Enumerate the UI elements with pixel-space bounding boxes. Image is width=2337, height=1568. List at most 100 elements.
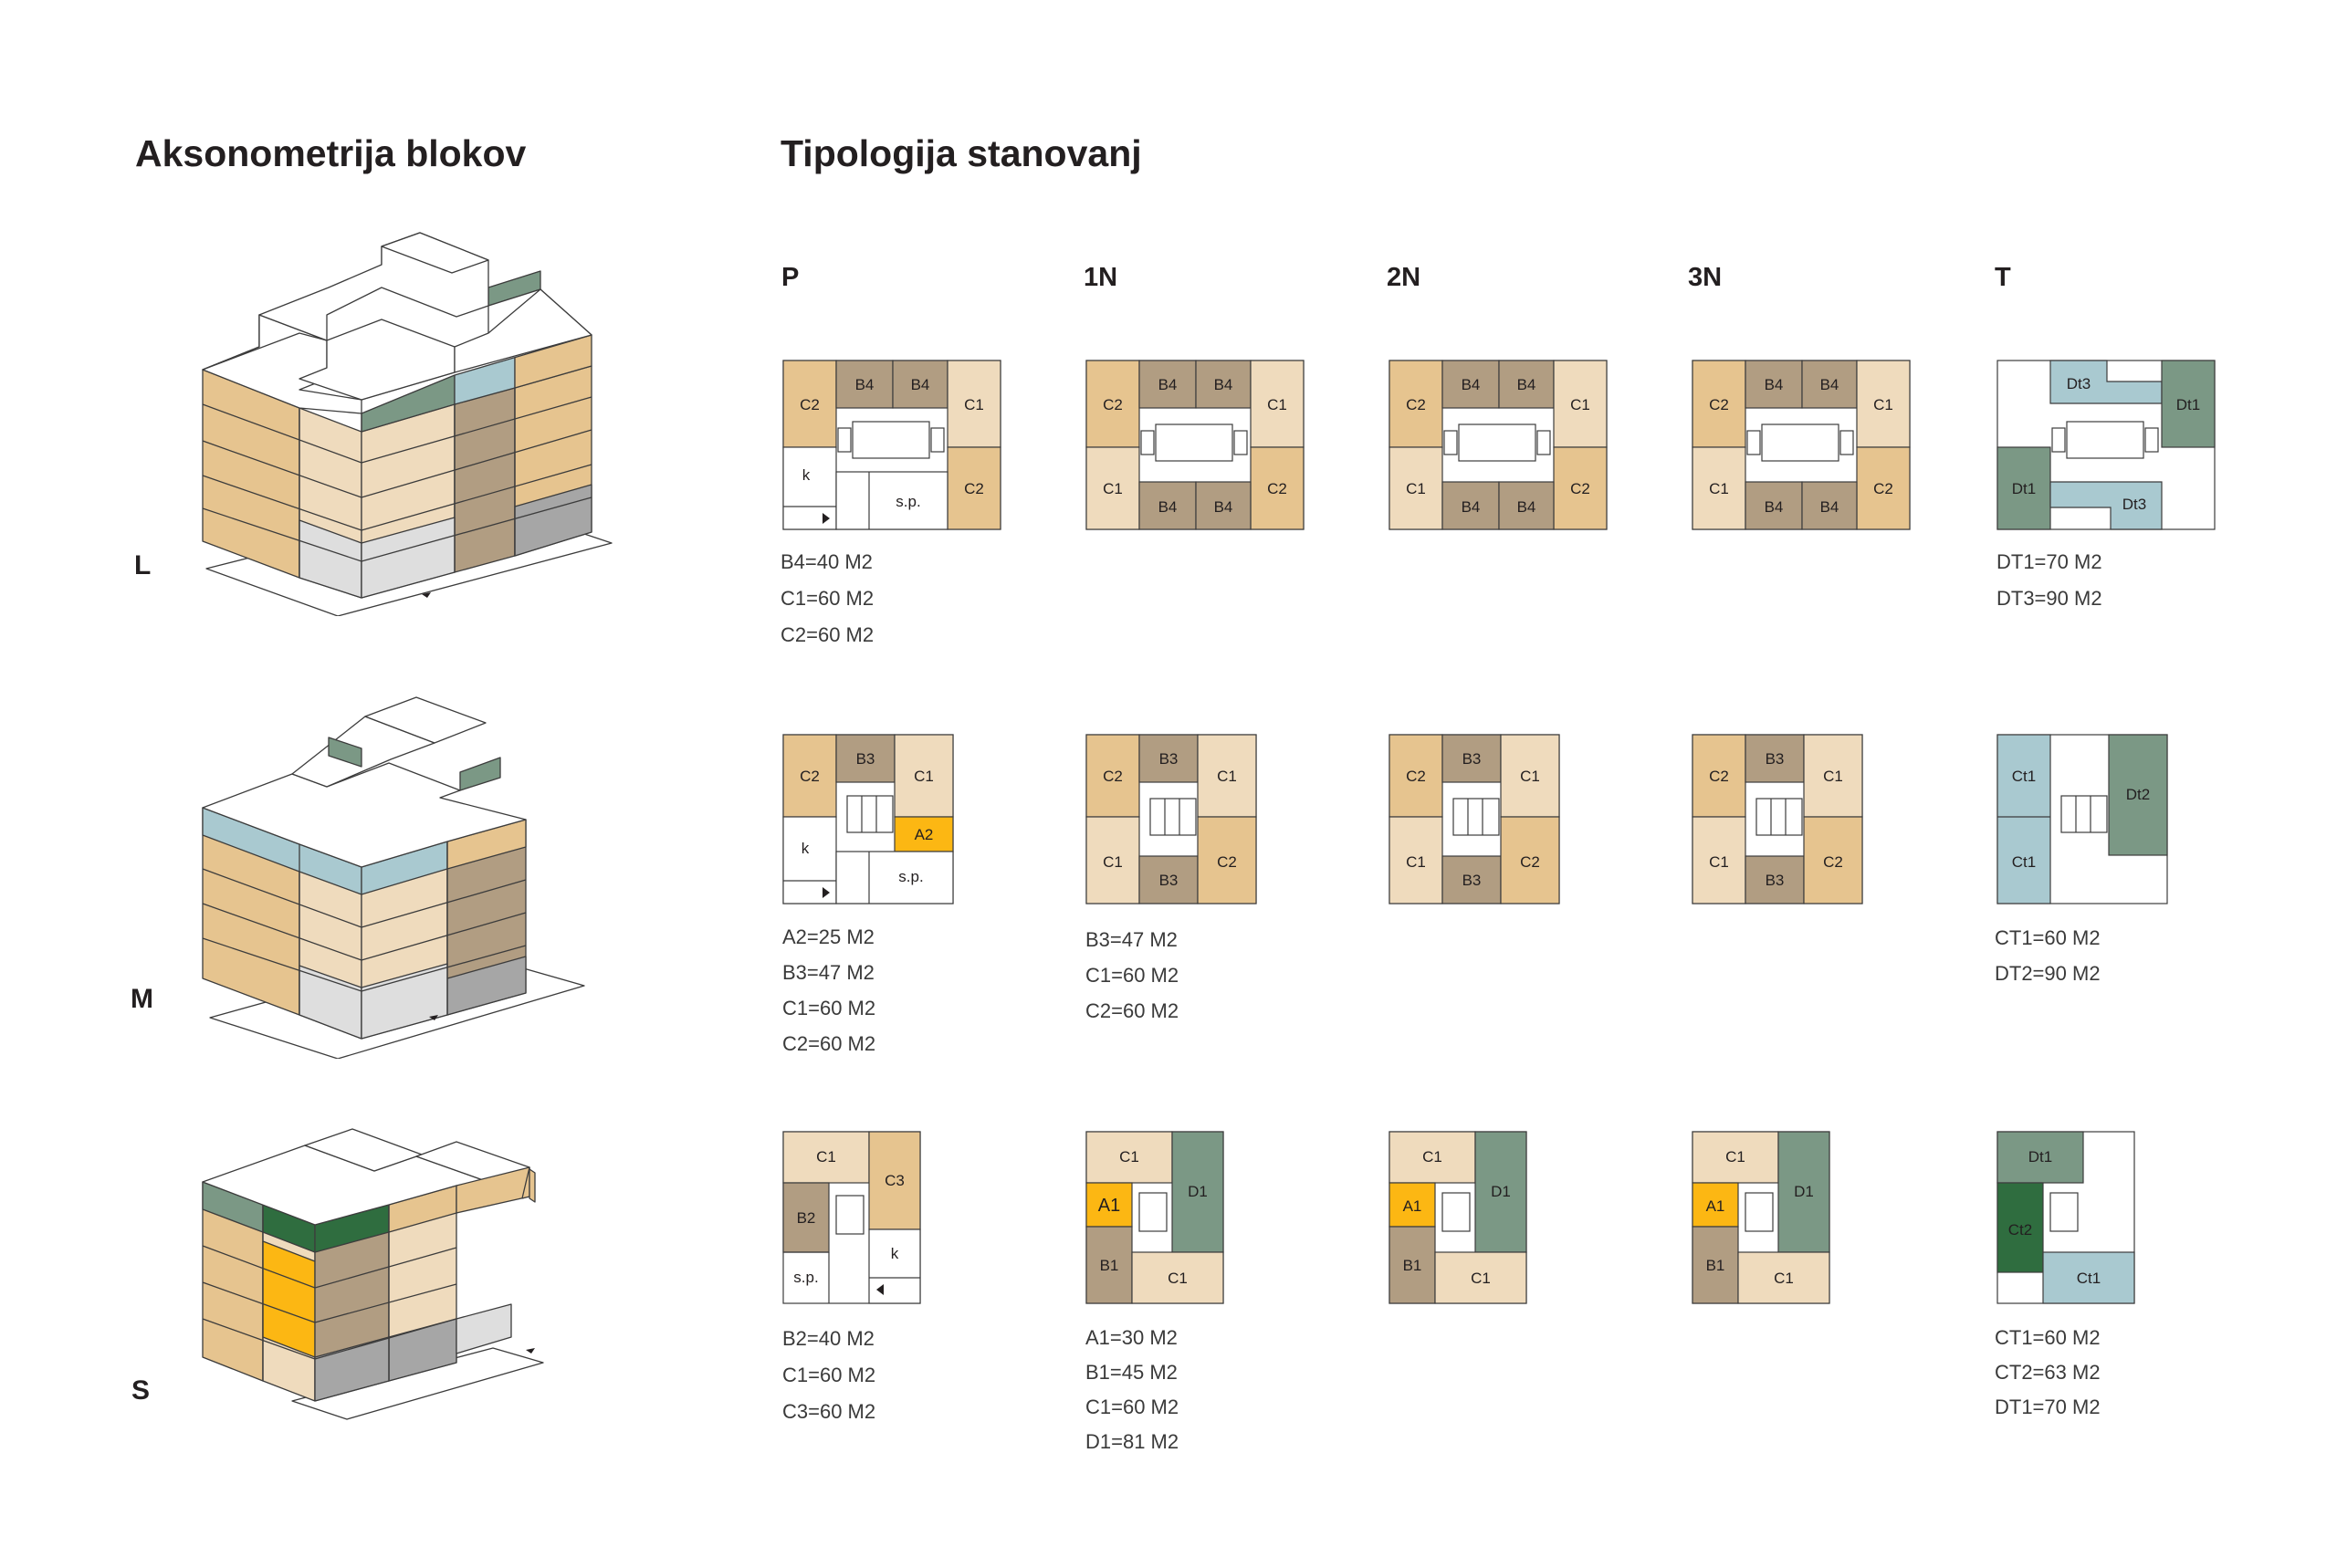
label-dt1: Dt1 [2176, 396, 2200, 413]
area-item: B3=47 M2 [782, 961, 875, 984]
plan-s-p: C1 C3 B2 k s.p. [782, 1131, 921, 1304]
label-dt2: Dt2 [2126, 786, 2150, 803]
column-label-1n: 1N [1084, 263, 1118, 292]
label-c2: C2 [1103, 396, 1123, 413]
plan-l-1n: C2 B4 B4 C1 C1 C2 B4 B4 [1085, 360, 1305, 530]
room-k [782, 446, 837, 530]
axonometry-block-l [202, 232, 613, 616]
label-d1: D1 [1491, 1183, 1511, 1200]
label-c1: C1 [1103, 480, 1123, 497]
label-c2: C2 [1103, 768, 1123, 785]
area-item: C1=60 M2 [782, 997, 876, 1019]
label-b1: B1 [1706, 1257, 1725, 1274]
plan-m-1n: C2 B3 C1 C1 B3 C2 [1085, 734, 1257, 904]
area-item: B2=40 M2 [782, 1327, 875, 1350]
area-item: D1=81 M2 [1085, 1430, 1179, 1453]
area-item: C2=60 M2 [782, 1032, 876, 1055]
label-k: k [802, 840, 810, 857]
label-b4: B4 [1517, 498, 1536, 516]
area-list-m-1n: B3=47 M2 C1=60 M2 C2=60 M2 [1085, 922, 1179, 1029]
area-list-l-t: DT1=70 M2 DT3=90 M2 [1996, 544, 2102, 617]
label-c2: C2 [1709, 396, 1729, 413]
label-c1: C1 [1406, 853, 1426, 871]
plan-m-2n: C2 B3 C1 C1 B3 C2 [1389, 734, 1560, 904]
label-b3: B3 [1159, 872, 1179, 889]
label-b4: B4 [1462, 376, 1481, 393]
plan-m-t: Ct1 Dt2 Ct1 [1996, 734, 2168, 904]
area-item: A2=25 M2 [782, 925, 875, 948]
label-c1: C1 [964, 396, 984, 413]
label-dt3: Dt3 [2067, 375, 2091, 392]
label-k: k [891, 1245, 899, 1262]
label-c1: C1 [1709, 853, 1729, 871]
area-item: C1=60 M2 [1085, 964, 1179, 987]
label-a1: A1 [1706, 1197, 1725, 1215]
row-label-s: S [131, 1375, 151, 1406]
label-c2: C2 [1873, 480, 1893, 497]
label-d1: D1 [1188, 1183, 1208, 1200]
area-item: A1=30 M2 [1085, 1326, 1178, 1349]
label-c1: C1 [1103, 853, 1123, 871]
area-item: B4=40 M2 [781, 550, 873, 573]
label-c2: C2 [800, 768, 820, 785]
label-c2: C2 [1406, 396, 1426, 413]
label-c1: C1 [816, 1148, 836, 1166]
label-b1: B1 [1403, 1257, 1422, 1274]
column-label-p: P [781, 263, 800, 292]
area-item: DT1=70 M2 [1996, 550, 2102, 573]
label-c1: C1 [1217, 768, 1237, 785]
label-b2: B2 [797, 1209, 816, 1227]
area-item: DT3=90 M2 [1996, 587, 2102, 610]
label-ct1: Ct1 [2077, 1270, 2101, 1287]
title-typology: Tipologija stanovanj [781, 132, 1142, 174]
label-c2: C2 [1570, 480, 1590, 497]
area-item: C2=60 M2 [781, 623, 875, 646]
label-dt1: Dt1 [2012, 480, 2036, 497]
unit-b4-a [835, 360, 894, 409]
axonometry-block-s [202, 1128, 544, 1420]
unit-c2-b [947, 446, 1001, 530]
room-sp [835, 471, 948, 530]
label-c2: C2 [964, 480, 984, 497]
label-c1: C1 [1267, 396, 1287, 413]
label-sp: s.p. [898, 868, 923, 885]
label-b4: B4 [1820, 498, 1839, 516]
area-item: CT1=60 M2 [1995, 1326, 2101, 1349]
plan-l-p: C2 B4 B4 C1 C2 k s.p. [782, 360, 1001, 530]
label-c1: C1 [1725, 1148, 1745, 1166]
label-c3: C3 [885, 1172, 905, 1189]
label-b3: B3 [1462, 872, 1482, 889]
label-b3: B3 [1159, 750, 1179, 768]
label-b3: B3 [1462, 750, 1482, 768]
area-list-l-p: B4=40 M2 C1=60 M2 C2=60 M2 [781, 544, 874, 653]
area-item: C1=60 M2 [1085, 1396, 1179, 1418]
label-dt1: Dt1 [2028, 1148, 2052, 1166]
label-ct2: Ct2 [2008, 1221, 2032, 1239]
area-list-m-p: A2=25 M2 B3=47 M2 C1=60 M2 C2=60 M2 [782, 919, 875, 1061]
plan-s-3n: C1 D1 A1 B1 C1 [1692, 1131, 1830, 1304]
label-a2: A2 [915, 826, 934, 843]
label-b4: B4 [1820, 376, 1839, 393]
plan-m-3n: C2 B3 C1 C1 B3 C2 [1692, 734, 1863, 904]
label-b1: B1 [1100, 1257, 1119, 1274]
area-list-s-1n: A1=30 M2 B1=45 M2 C1=60 M2 D1=81 M2 [1085, 1321, 1179, 1459]
area-list-m-t: CT1=60 M2 DT2=90 M2 [1995, 920, 2101, 991]
axonometry-block-m [202, 696, 585, 1059]
label-b4: B4 [1158, 498, 1178, 516]
plan-s-2n: C1 D1 A1 B1 C1 [1389, 1131, 1527, 1304]
plan-m-p: C2 B3 C1 A2 k s.p. [782, 734, 954, 904]
label-c2: C2 [1217, 853, 1237, 871]
area-item: C1=60 M2 [782, 1364, 876, 1386]
area-item: C3=60 M2 [782, 1400, 876, 1423]
column-label-t: T [1995, 263, 2011, 292]
area-item: B1=45 M2 [1085, 1361, 1178, 1384]
label-b3: B3 [1766, 872, 1785, 889]
area-item: CT1=60 M2 [1995, 926, 2101, 949]
label-sp: s.p. [896, 493, 920, 510]
label-b4: B4 [1517, 376, 1536, 393]
label-b3: B3 [1766, 750, 1785, 768]
row-label-m: M [131, 984, 153, 1014]
label-c1: C1 [1570, 396, 1590, 413]
label-dt3: Dt3 [2122, 496, 2146, 513]
unit-c2-a [782, 360, 837, 448]
